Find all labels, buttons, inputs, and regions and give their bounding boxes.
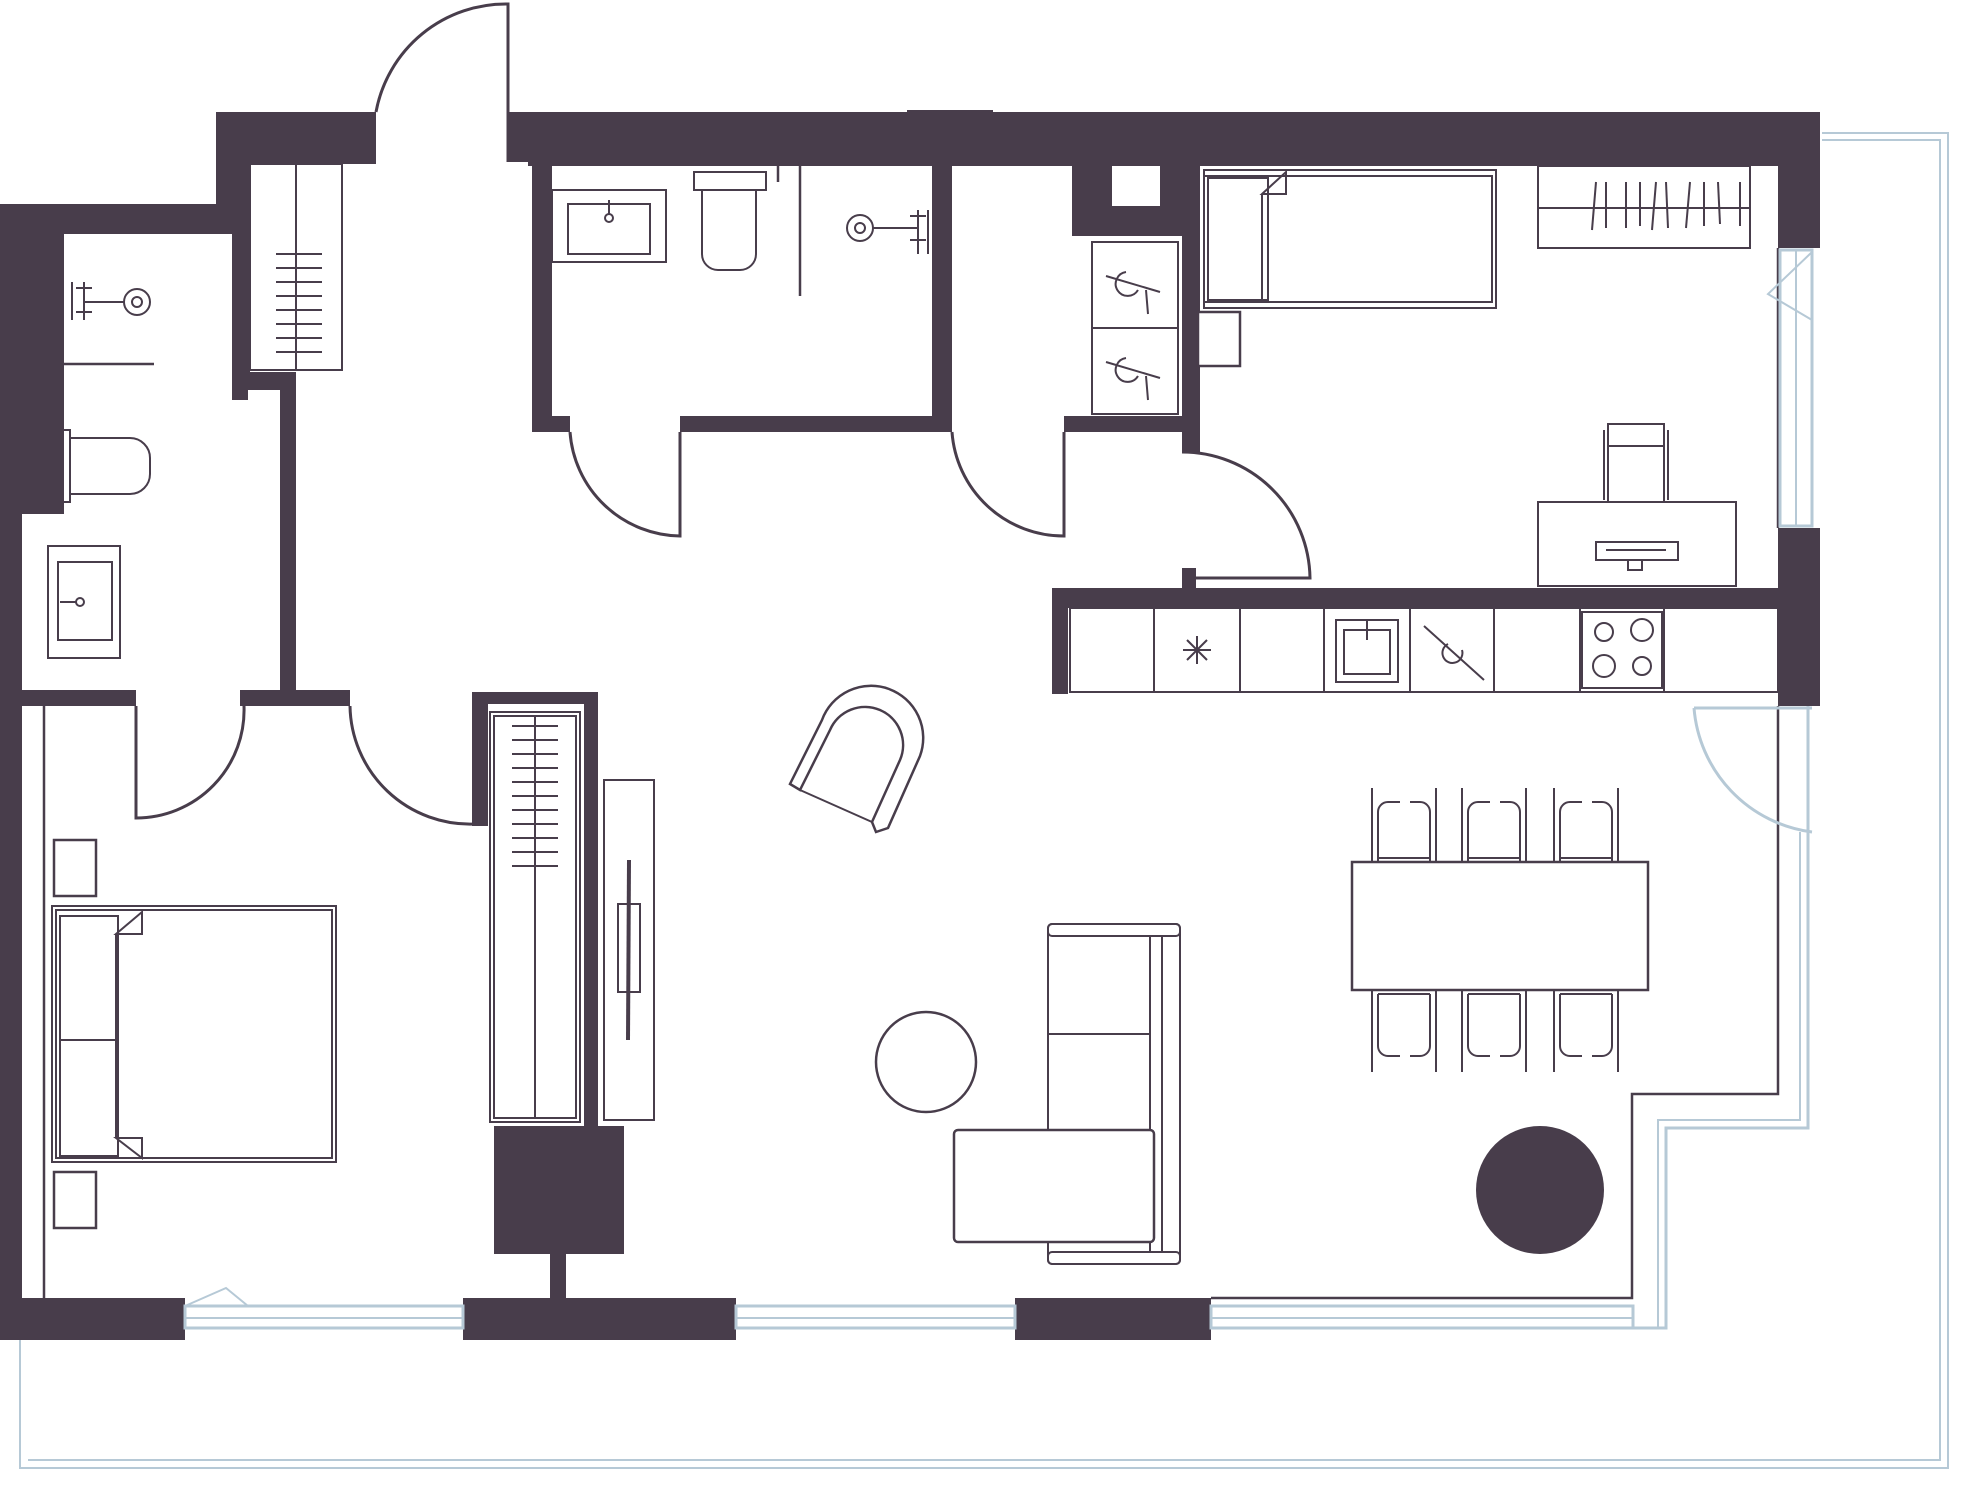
toilet-icon [693,171,767,271]
bedroom-large [51,838,337,1230]
windows [183,248,1814,1330]
bathroom-left-door [134,705,246,820]
nightstand [52,1170,98,1230]
coffee-table [874,1010,978,1114]
washing-machine-icon [1091,241,1179,329]
desk-icon [1537,501,1737,587]
balcony-outline [19,132,1949,1469]
sink-icon [47,545,121,659]
bathroom-left [47,282,154,659]
chair-icon [1553,990,1619,1072]
living-wardrobe [489,711,655,1123]
sink-icon [551,189,667,263]
round-table [1476,1126,1604,1254]
nightstand [1196,310,1242,368]
toilet-icon [51,429,151,503]
nightstand [52,838,98,898]
wardrobe-icon [1537,165,1751,249]
doors [134,2,1813,834]
dining-table-icon [1350,860,1650,992]
wardrobe-icon [489,711,581,1123]
bed-icon [1203,169,1497,309]
kitchen-counter [1069,607,1779,693]
living-room [788,684,1604,1265]
utility-room [1091,241,1179,415]
bedroom-large-door [348,705,476,826]
sofa-icon [952,923,1181,1265]
chair-icon [1461,788,1527,862]
inner-outline [42,248,1780,1300]
washing-machine-icon [1091,327,1179,415]
chair-icon [1603,423,1669,503]
chair-icon [1371,990,1437,1072]
shower-icon [71,282,151,320]
balcony-door [1692,706,1813,834]
utility-door [950,431,1066,538]
dining-area [1350,788,1650,1072]
chair-icon [1371,788,1437,862]
chair-icon [1461,990,1527,1072]
stove-icon [1581,611,1663,689]
wardrobe-icon [249,163,343,371]
tv-stand-icon [603,779,655,1121]
entrance-door [374,2,510,162]
armchair-icon [788,684,925,834]
chair-icon [1553,788,1619,862]
snowflake-icon [1183,636,1211,664]
bedroom-small-door [1181,450,1312,580]
walls [0,110,1820,1340]
bathroom-top [551,162,929,296]
hall-wardrobe [249,163,343,371]
shower-icon [846,210,929,254]
sink-icon [1335,619,1399,683]
dishwasher-icon [1423,625,1485,681]
bedroom-small [1196,165,1751,587]
bed-icon [51,905,337,1163]
bathroom-door [568,431,682,538]
